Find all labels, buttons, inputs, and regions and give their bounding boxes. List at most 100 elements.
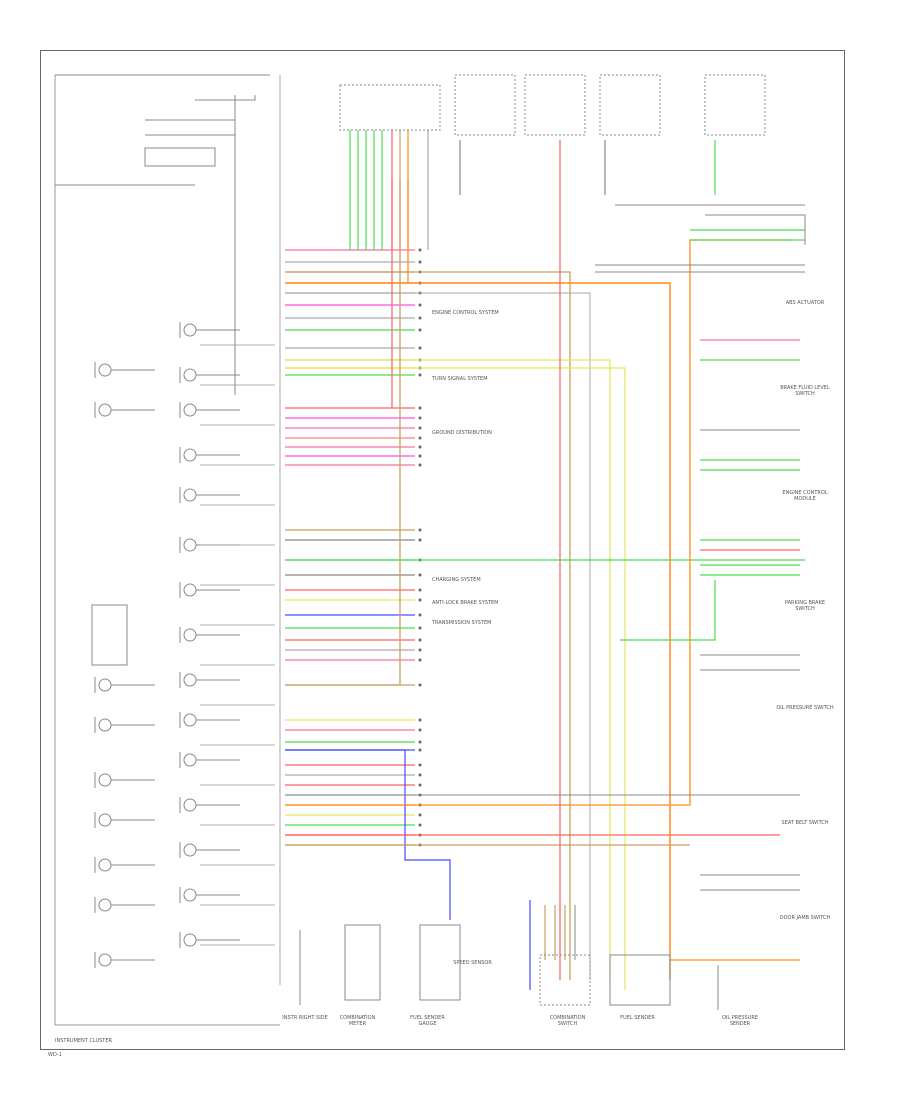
bulb-symbol: [98, 718, 112, 732]
bottom-label-combination-switch: COMBINATION SWITCH: [549, 1015, 586, 1027]
wire-top-a: [195, 95, 256, 101]
right-components: [705, 214, 806, 245]
wire-yellow-long: [285, 359, 611, 980]
connector-pin: [418, 813, 422, 817]
connector-pin: [418, 436, 422, 440]
connector-pin: [418, 303, 422, 307]
right-label-ecm: ENGINE CONTROL MODULE: [782, 490, 828, 502]
fuse-block: [524, 74, 586, 136]
pulse-module-box: [91, 604, 128, 666]
connector-pin: [418, 728, 422, 732]
connector-pin: [418, 823, 422, 827]
bulb-symbol: [98, 953, 112, 967]
cluster-bulbs: [54, 74, 281, 1026]
wire-blue-speed: [285, 749, 451, 920]
bulb-symbol: [183, 583, 197, 597]
right-label-door-jamb: DOOR JAMB SWITCH: [779, 915, 831, 921]
diagram-frame: [40, 50, 845, 1050]
colored-wires: [285, 130, 805, 1010]
connector-pin: [418, 463, 422, 467]
right-label-brake-fluid: BRAKE FLUID LEVEL SWITCH: [780, 385, 830, 397]
connector-pin: [418, 573, 422, 577]
connector-pin: [418, 598, 422, 602]
wire-gray-long: [285, 292, 591, 980]
bulb-symbol: [183, 798, 197, 812]
connector-pin: [418, 538, 422, 542]
connector-pin: [418, 588, 422, 592]
bulb-symbol: [183, 933, 197, 947]
connector-pin: [418, 328, 422, 332]
connector-pin: [418, 416, 422, 420]
mid-label-transmission: TRANSMISSION SYSTEM: [432, 620, 492, 626]
connector-pin: [418, 346, 422, 350]
bottom-label-instr: INSTR RIGHT SIDE: [282, 1015, 328, 1021]
combination-switch-box: [539, 954, 591, 1006]
bottom-label-fuel-gauge: FUEL SENDER GAUGE: [410, 1015, 445, 1027]
connector-pin: [418, 316, 422, 320]
wire-tan-bundle: [285, 180, 401, 686]
connector-pin: [418, 613, 422, 617]
bottom-label-oil-sender: OIL PRESSURE SENDER: [721, 1015, 759, 1027]
tachometer-box: [144, 147, 216, 167]
connector-pin: [418, 763, 422, 767]
connector-pin: [418, 426, 422, 430]
bulb-symbol: [98, 363, 112, 377]
fuse-block: [704, 74, 766, 136]
footer-code-label: WD-1: [48, 1052, 62, 1058]
connector-pin: [418, 648, 422, 652]
connector-pin: [418, 626, 422, 630]
bulb-symbol: [183, 323, 197, 337]
connector-pin: [418, 373, 422, 377]
connector-pin: [418, 773, 422, 777]
bulb-symbol: [183, 888, 197, 902]
fuel-gauge-box: [419, 924, 461, 1001]
connector-pin: [418, 748, 422, 752]
bulb-symbol: [98, 813, 112, 827]
fuse-block: [599, 74, 661, 136]
bottom-label-fuel-sender: FUEL SENDER: [620, 1015, 655, 1021]
bulb-symbol: [183, 713, 197, 727]
connector-pin: [418, 783, 422, 787]
bulb-symbol: [183, 843, 197, 857]
bulb-symbol: [98, 858, 112, 872]
wire-yellow-long2: [285, 367, 626, 990]
mid-label-abs: ANTI-LOCK BRAKE SYSTEM: [432, 600, 499, 606]
bulb-symbol: [183, 673, 197, 687]
bulb-symbol: [183, 488, 197, 502]
bulb-symbol: [98, 678, 112, 692]
mid-label-ground: GROUND DISTRIBUTION: [432, 430, 492, 436]
main-connector: [339, 84, 441, 131]
connector-pin: [418, 658, 422, 662]
right-label-oil-switch: OIL PRESSURE SWITCH: [776, 705, 834, 711]
bottom-label-combination-meter: COMBINATION METER: [339, 1015, 376, 1027]
fuse-block: [454, 74, 516, 136]
fuel-sender-box: [609, 954, 671, 1006]
bottom-label-speed-sensor: SPEED SENSOR: [453, 960, 492, 966]
bulb-symbol: [183, 403, 197, 417]
bulb-symbol: [98, 898, 112, 912]
wire-tan-long: [285, 271, 571, 980]
footer-left-label: INSTRUMENT CLUSTER: [55, 1038, 112, 1044]
bulb-symbol: [183, 538, 197, 552]
connector-pin: [418, 528, 422, 532]
wire-orange-long: [285, 282, 671, 980]
connector-pin: [418, 260, 422, 264]
connector-pin: [418, 638, 422, 642]
mid-label-engine: ENGINE CONTROL SYSTEM: [432, 310, 499, 316]
top-connectors: [339, 74, 766, 136]
bulb-symbol: [183, 368, 197, 382]
connector-pin: [418, 718, 422, 722]
bulb-symbol: [98, 773, 112, 787]
bulb-symbol: [183, 448, 197, 462]
connector-pin: [418, 248, 422, 252]
bottom-components: [344, 924, 671, 1006]
right-label-seat-belt: SEAT BELT SWITCH: [781, 820, 829, 826]
abs-switch-box: [705, 214, 806, 245]
connector-pin: [418, 406, 422, 410]
green-loop: [620, 580, 716, 641]
bulb-symbol: [183, 753, 197, 767]
connector-pin: [418, 683, 422, 687]
connector-pin: [418, 454, 422, 458]
combination-meter-box: [344, 924, 381, 1001]
